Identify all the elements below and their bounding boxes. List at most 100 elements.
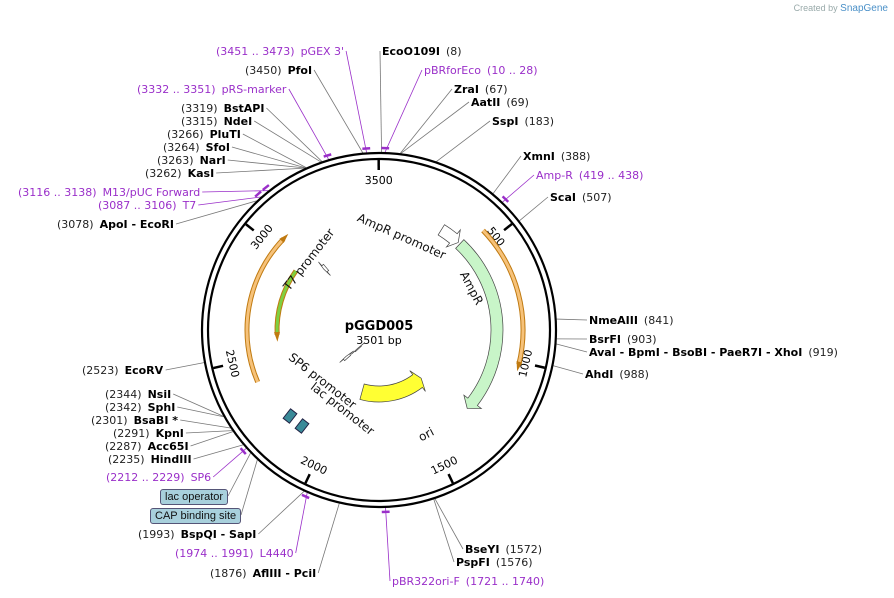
site-label[interactable]: (2212 .. 2229)SP6 xyxy=(106,471,211,484)
site-name: ZraI xyxy=(454,83,479,96)
site-position: (1993) xyxy=(138,528,175,541)
site-position: (2342) xyxy=(105,401,142,414)
site-label[interactable]: NmeAIII (841) xyxy=(589,314,674,327)
site-label[interactable]: (2301)BsaBI * xyxy=(91,414,178,427)
tick-label: 2000 xyxy=(298,454,329,478)
feature-lac-promoter xyxy=(339,350,354,363)
site-name: NmeAIII xyxy=(589,314,638,327)
site-name: SphI xyxy=(148,401,176,414)
site-leader-line xyxy=(502,174,535,203)
site-position: (919) xyxy=(808,346,838,359)
site-label[interactable]: (3116 .. 3138)M13/pUC Forward xyxy=(18,186,200,199)
site-label[interactable]: (2291)KpnI xyxy=(113,427,184,440)
site-name: pGEX 3' xyxy=(301,45,345,58)
site-label[interactable]: (3263)NarI xyxy=(157,154,226,167)
site-label[interactable]: (3319)BstAPI xyxy=(181,102,264,115)
site-position: (3116 .. 3138) xyxy=(18,186,97,199)
site-leader-line xyxy=(227,159,306,169)
site-label[interactable]: PspFI(1576) xyxy=(456,556,532,569)
site-position: (1974 .. 1991) xyxy=(175,547,254,560)
site-leader-line xyxy=(258,491,305,535)
site-label[interactable]: XmnI(388) xyxy=(523,150,590,163)
site-label[interactable]: (3266)PluTI xyxy=(167,128,241,141)
site-label[interactable]: pBR322ori-F(1721 .. 1740) xyxy=(392,575,544,588)
feature-label: AmpR promoter xyxy=(355,211,448,263)
site-leader-line xyxy=(556,318,588,321)
site-name: AatII xyxy=(471,96,500,109)
site-leader-line xyxy=(553,365,584,375)
tick-mark xyxy=(304,473,311,484)
site-label[interactable]: (1993)BspQI - SapI xyxy=(138,528,256,541)
site-label[interactable]: ZraI(67) xyxy=(454,83,508,96)
site-leader-line xyxy=(434,498,464,550)
site-leader-line xyxy=(384,69,423,153)
site-name: KasI xyxy=(188,167,215,180)
site-position: (3332 .. 3351) xyxy=(137,83,216,96)
site-label[interactable]: (3262) KasI xyxy=(145,167,214,180)
site-label[interactable]: ScaI(507) xyxy=(550,191,612,204)
site-name: BsaBI * xyxy=(134,414,179,427)
site-label[interactable]: (3087 .. 3106)T7 xyxy=(98,199,196,212)
site-name: PspFI xyxy=(456,556,490,569)
site-label[interactable]: (3078)ApoI - EcoRI xyxy=(57,218,174,231)
site-label[interactable]: (1876)AflIII - PciI xyxy=(210,567,316,580)
site-position: (2287) xyxy=(105,440,142,453)
site-leader-line xyxy=(165,362,205,371)
site-label[interactable]: AatII(69) xyxy=(471,96,529,109)
site-leader-line xyxy=(379,50,382,153)
cap-site-mark xyxy=(294,418,310,434)
site-leader-line xyxy=(190,431,234,447)
site-position: (3262) xyxy=(145,167,182,180)
site-label[interactable]: (2235)HindIII xyxy=(108,453,192,466)
site-position: (2291) xyxy=(113,427,150,440)
site-leader-line xyxy=(193,444,244,460)
tick-mark xyxy=(213,364,224,370)
site-name: AhdI xyxy=(585,368,613,381)
feature-label: T7 promoter xyxy=(280,226,338,294)
site-name: Amp-R xyxy=(536,169,573,182)
site-label[interactable]: AhdI(988) xyxy=(585,368,649,381)
site-leader-line xyxy=(385,507,391,582)
site-name: Acc65I xyxy=(148,440,189,453)
feature-label: ori xyxy=(416,425,436,445)
site-position: (3450) xyxy=(245,64,282,77)
site-label[interactable]: (3315)NdeI xyxy=(181,115,252,128)
site-label[interactable]: EcoO109I(8) xyxy=(382,45,462,58)
site-leader-line xyxy=(177,406,224,418)
site-position: (841) xyxy=(644,314,674,327)
tick-label: 3000 xyxy=(248,222,276,252)
site-name: pRS-marker xyxy=(222,83,287,96)
site-name: pBR322ori-F xyxy=(392,575,460,588)
site-label[interactable]: BseYI(1572) xyxy=(465,543,542,556)
feature-box-label[interactable]: CAP binding site xyxy=(150,508,242,524)
feature-box-label[interactable]: lac operator xyxy=(160,489,229,505)
site-label[interactable]: (2344)NsiI xyxy=(105,388,171,401)
feature-arrows xyxy=(282,224,504,434)
site-label[interactable]: (3332 .. 3351) pRS-marker xyxy=(137,83,287,96)
site-label[interactable]: (2342) SphI xyxy=(105,401,175,414)
site-label[interactable]: (3264)SfoI xyxy=(163,141,230,154)
site-name: EcoRV xyxy=(125,364,164,377)
site-leader-line xyxy=(254,120,321,163)
site-name: EcoO109I xyxy=(382,45,440,58)
site-name: PluTI xyxy=(210,128,241,141)
site-label[interactable]: (2523)EcoRV xyxy=(82,364,164,377)
site-label[interactable]: (2287) Acc65I xyxy=(105,440,189,453)
site-name: BstAPI xyxy=(224,102,265,115)
site-name: NarI xyxy=(200,154,226,167)
site-label[interactable]: Amp-R(419 .. 438) xyxy=(536,169,643,182)
site-label[interactable]: (1974 .. 1991)L4440 xyxy=(175,547,294,560)
feature-arc-head xyxy=(279,233,289,243)
site-label[interactable]: BsrFI(903) xyxy=(589,333,657,346)
site-label[interactable]: pBRforEco(10 .. 28) xyxy=(424,64,538,77)
site-leader-line xyxy=(492,155,522,194)
site-label[interactable]: (3451 .. 3473)pGEX 3' xyxy=(216,45,344,58)
feature-arc-head xyxy=(274,331,280,342)
site-position: (2235) xyxy=(108,453,145,466)
site-label[interactable]: (3450)PfoI xyxy=(245,64,312,77)
primer-mark xyxy=(239,447,247,455)
site-name: ApoI - EcoRI xyxy=(100,218,174,231)
site-label[interactable]: AvaI - BpmI - BsoBI - PaeR7I - XhoI(919) xyxy=(589,346,838,359)
site-label[interactable]: SspI(183) xyxy=(492,115,554,128)
site-name: SfoI xyxy=(206,141,230,154)
